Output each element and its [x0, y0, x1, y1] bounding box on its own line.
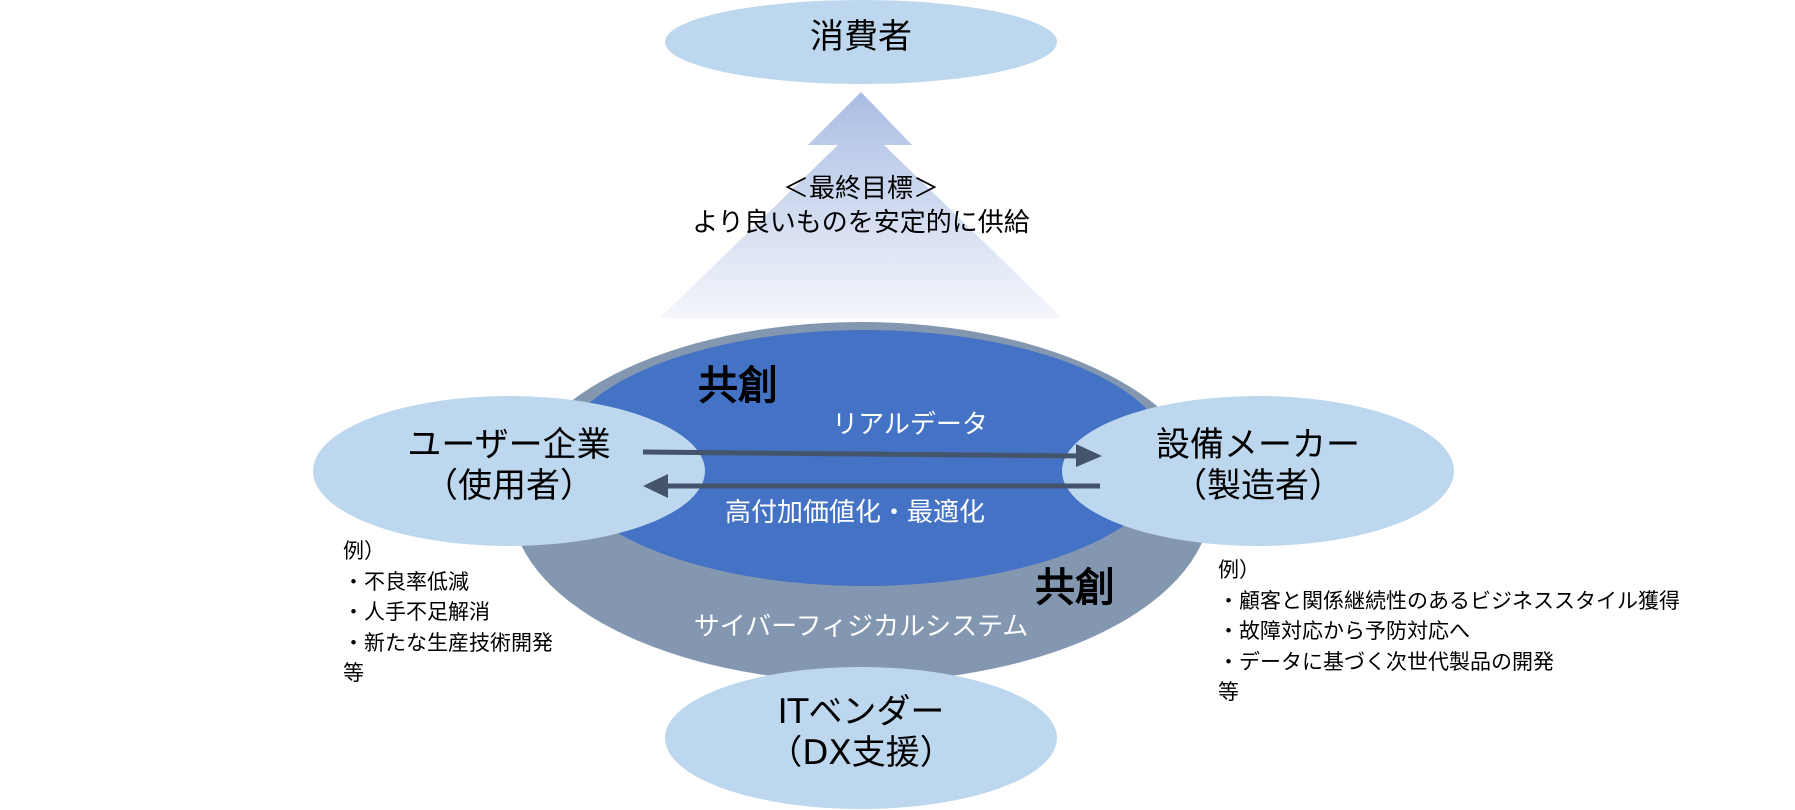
cps-label: サイバーフィジカルシステム — [693, 612, 1029, 642]
maker-examples-list: 例） ・顧客と関係継続性のあるビジネススタイル獲得 ・故障対応から予防対応へ ・… — [1218, 555, 1680, 708]
list-item: ・人手不足解消 — [343, 600, 490, 624]
maker-examples-footer: 等 — [1218, 680, 1239, 704]
user-company-node-shape — [313, 396, 705, 546]
real-data-arrow — [642, 444, 1102, 467]
cocreation-inner-label: 共創 — [698, 363, 778, 409]
equipment-maker-label: 設備メーカー （製造者） — [1108, 425, 1408, 507]
value-add-arrow — [643, 474, 1100, 498]
user-company-name: ユーザー企業 — [407, 425, 611, 465]
goal-text: より良いものを安定的に供給 — [692, 208, 1030, 238]
arrowhead-right-icon — [1076, 444, 1102, 467]
user-examples-list: 例） ・不良率低減 ・人手不足解消 ・新たな生産技術開発 等 — [343, 536, 553, 689]
maker-examples-heading: 例） — [1218, 558, 1260, 582]
cocreation-ellipse — [560, 330, 1170, 586]
real-data-label: リアルデータ — [832, 410, 988, 440]
list-item: ・故障対応から予防対応へ — [1218, 619, 1470, 643]
it-vendor-label: ITベンダー （DX支援） — [711, 692, 1011, 774]
list-item: ・データに基づく次世代製品の開発 — [1218, 649, 1554, 674]
it-vendor-name: ITベンダー — [777, 692, 945, 732]
list-item: ・不良率低減 — [343, 569, 469, 594]
equipment-maker-name: 設備メーカー — [1156, 425, 1360, 465]
cocreation-outer-label: 共創 — [1035, 565, 1115, 611]
value-add-label: 高付加価値化・最適化 — [724, 498, 985, 528]
goal-arrow-shape — [660, 92, 1062, 318]
it-vendor-role: （DX支援） — [768, 732, 954, 773]
user-company-label: ユーザー企業 （使用者） — [359, 425, 659, 507]
user-company-role: （使用者） — [424, 465, 594, 506]
goal-heading: ＜最終目標＞ — [782, 174, 939, 204]
list-item: ・新たな生産技術開発 — [343, 630, 553, 655]
consumer-label: 消費者 — [810, 17, 912, 57]
equipment-maker-role: （製造者） — [1173, 465, 1343, 506]
equipment-maker-node-shape — [1062, 396, 1454, 546]
user-examples-heading: 例） — [343, 539, 385, 563]
arrowhead-left-icon — [643, 474, 668, 498]
consumer-node-shape — [665, 0, 1057, 84]
list-item: ・顧客と関係継続性のあるビジネススタイル獲得 — [1218, 588, 1680, 613]
it-vendor-node-shape — [665, 667, 1057, 809]
user-examples-footer: 等 — [343, 661, 364, 685]
